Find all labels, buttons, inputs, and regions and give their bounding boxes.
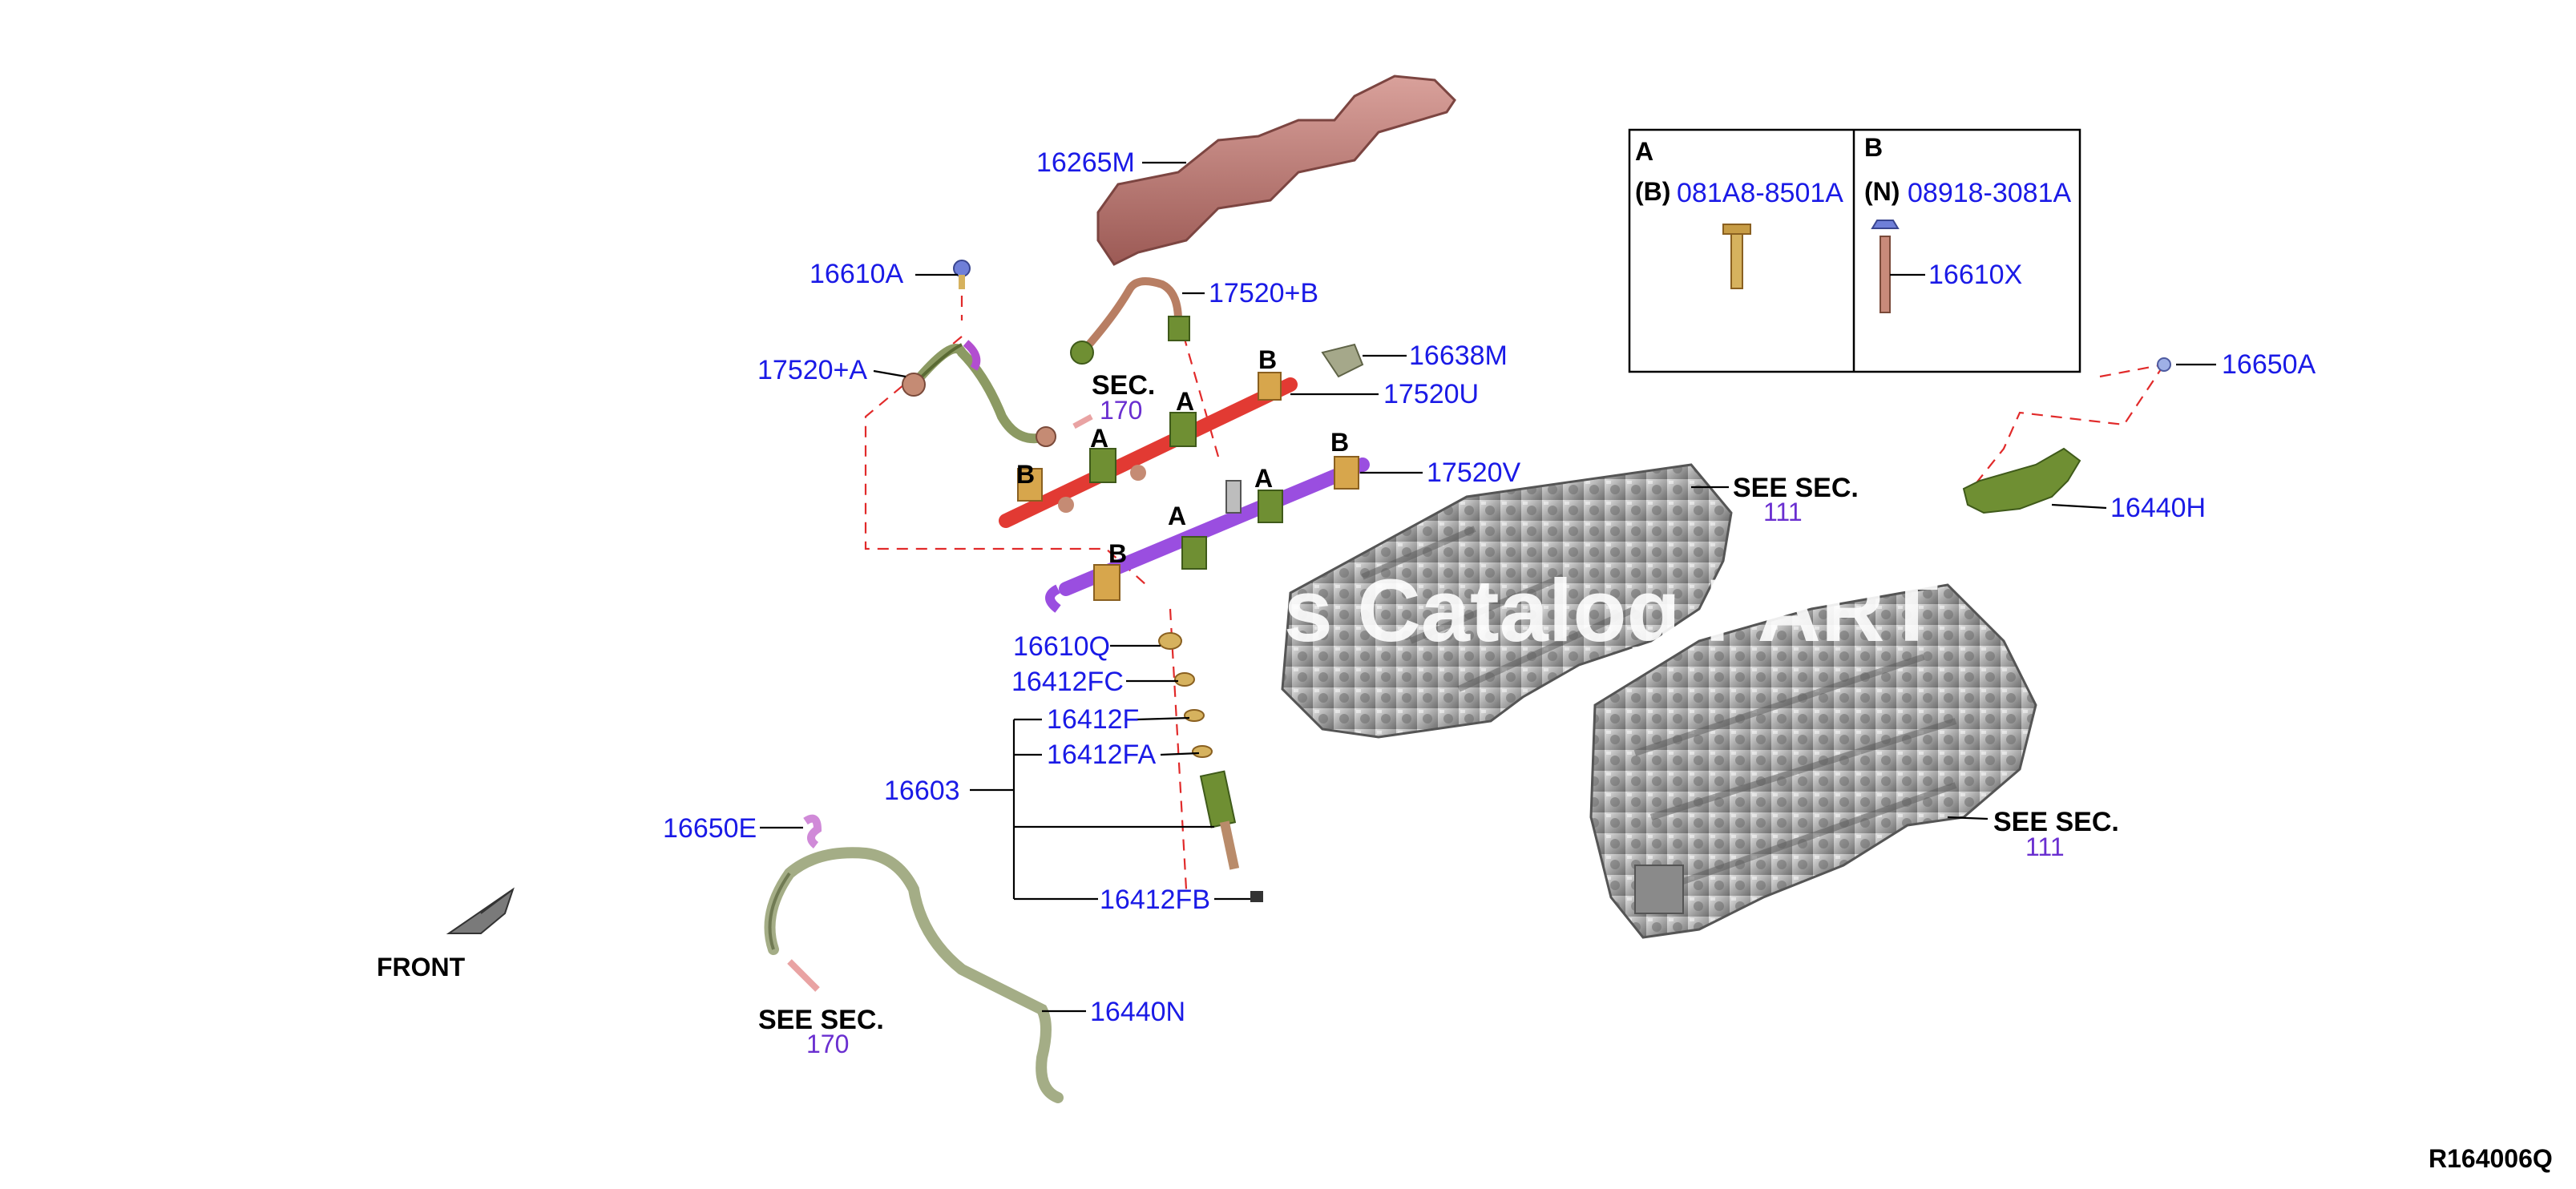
bolt-16610a xyxy=(953,260,971,289)
fuel-rail-upper xyxy=(999,372,1298,528)
injector-assembly xyxy=(1158,632,1263,902)
sec-111-lower-link[interactable]: 111 xyxy=(2025,832,2065,861)
label-16610q[interactable]: 16610Q xyxy=(1013,631,1110,662)
sec-170-bottom-label: SEE SEC. xyxy=(758,1005,884,1035)
cylinder-head-lower xyxy=(1589,583,2037,939)
legend-col-b-prefix: (N) xyxy=(1864,177,1900,206)
label-16440h[interactable]: 16440H xyxy=(2110,493,2206,523)
clip-16650e xyxy=(803,814,822,848)
bracket-16440h xyxy=(1962,447,2081,514)
sec-111-lower-label: SEE SEC. xyxy=(1993,807,2119,837)
sec-170-bottom-link[interactable]: 170 xyxy=(806,1030,849,1058)
cylinder-head-upper xyxy=(1281,463,1733,739)
sec-111-upper-label: SEE SEC. xyxy=(1733,473,1859,503)
sec-111-upper-link[interactable]: 111 xyxy=(1763,498,1803,526)
legend-col-b-part[interactable]: 08918-3081A xyxy=(1908,178,2072,208)
front-label: FRONT xyxy=(377,953,466,981)
fuel-rail-lower xyxy=(1045,456,1370,613)
callout-b-2: B xyxy=(1258,345,1277,374)
callout-b-1: B xyxy=(1016,460,1035,489)
label-16650e[interactable]: 16650E xyxy=(663,813,757,844)
label-16265m[interactable]: 16265M xyxy=(1036,147,1135,178)
label-17520u[interactable]: 17520U xyxy=(1383,379,1479,409)
label-16638m[interactable]: 16638M xyxy=(1409,341,1508,371)
fuel-pipe-17520b xyxy=(1070,277,1190,365)
label-16440n[interactable]: 16440N xyxy=(1090,997,1185,1027)
callout-a-2: A xyxy=(1176,387,1194,416)
label-16610a[interactable]: 16610A xyxy=(810,259,904,289)
label-16412fb[interactable]: 16412FB xyxy=(1100,885,1210,915)
label-17520a[interactable]: 17520+A xyxy=(757,355,867,385)
hose-16440n xyxy=(764,847,1064,1103)
legend-col-a-part[interactable]: 081A8-8501A xyxy=(1677,178,1843,208)
sec-170-top-label: SEC. xyxy=(1092,370,1155,401)
callout-a-3: A xyxy=(1168,502,1186,530)
legend-col-a-prefix: (B) xyxy=(1635,177,1670,206)
legend-col-a-letter: A xyxy=(1635,137,1653,166)
label-17520b[interactable]: 17520+B xyxy=(1209,278,1318,308)
pressure-sensor xyxy=(1321,343,1364,378)
callout-b-3: B xyxy=(1108,539,1127,568)
leader-lines xyxy=(760,161,2216,1013)
callout-a-4: A xyxy=(1254,464,1273,493)
label-16412f[interactable]: 16412F xyxy=(1047,704,1139,735)
label-16603[interactable]: 16603 xyxy=(884,776,960,806)
callout-b-4: B xyxy=(1330,428,1349,457)
engine-cover xyxy=(1096,75,1456,266)
diagram-id: R164006Q xyxy=(2429,1144,2553,1173)
legend-col-b-letter: B xyxy=(1864,133,1883,162)
callout-a-1: A xyxy=(1090,424,1108,453)
label-16412fa[interactable]: 16412FA xyxy=(1047,740,1156,770)
label-16610x[interactable]: 16610X xyxy=(1928,260,2022,290)
label-16650a[interactable]: 16650A xyxy=(2222,349,2316,380)
front-arrow-icon xyxy=(446,887,515,934)
bolt-16650a xyxy=(2157,357,2171,372)
fuel-pipe-17520a xyxy=(902,340,1056,447)
label-16412fc[interactable]: 16412FC xyxy=(1011,667,1124,697)
watermark-text: ts Catalog PART xyxy=(1254,562,1939,660)
sec-170-top-link[interactable]: 170 xyxy=(1100,396,1142,425)
legend-box xyxy=(1628,128,2081,373)
label-17520v[interactable]: 17520V xyxy=(1427,457,1521,488)
